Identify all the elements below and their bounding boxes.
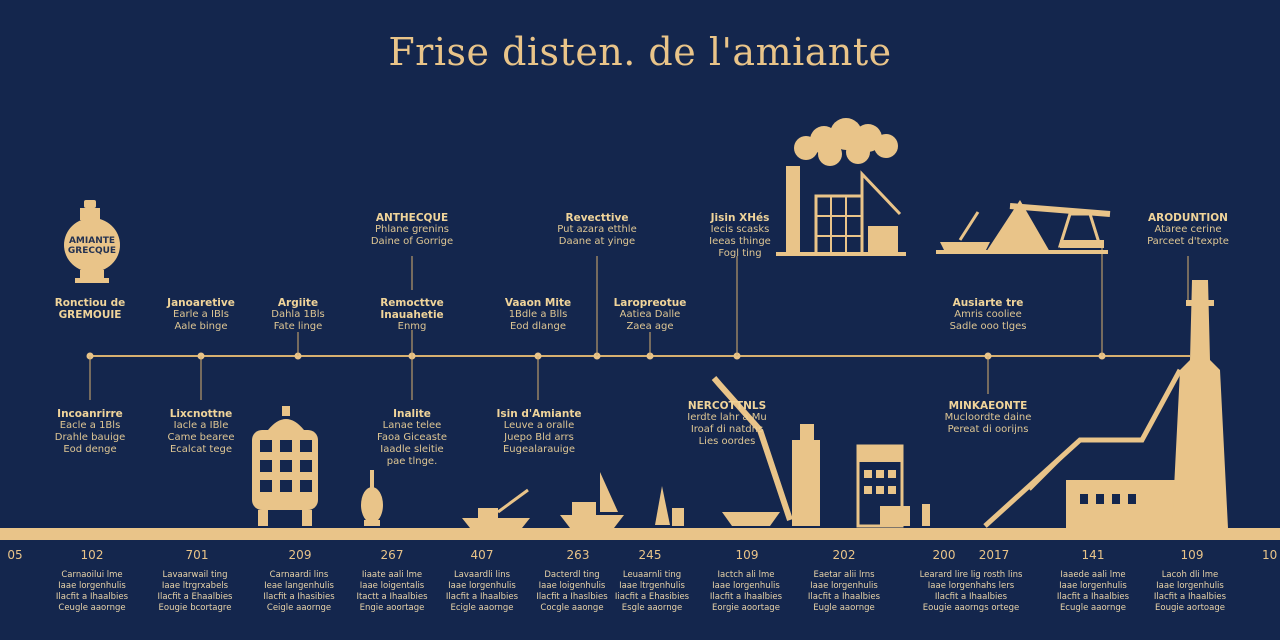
- year-label: 109: [1180, 548, 1204, 562]
- ground-bar: [0, 528, 1280, 540]
- smoking-factory-icon: [776, 118, 906, 256]
- year-label: 05: [7, 548, 23, 562]
- year-label: 10: [1262, 548, 1278, 562]
- ship-crane-icon: [462, 488, 530, 528]
- flask-icon: [361, 470, 383, 526]
- year-label: 209: [288, 548, 312, 562]
- year-label: 2017: [978, 548, 1010, 562]
- sailboat-icon: [560, 472, 624, 528]
- timeline-connectors: [89, 248, 1189, 400]
- year-label: 109: [735, 548, 759, 562]
- factory-building-icon: [856, 444, 930, 528]
- year-label: 141: [1081, 548, 1105, 562]
- year-label: 245: [638, 548, 662, 562]
- page-title: Frise disten. de l'amiante: [388, 30, 892, 74]
- year-label: 102: [80, 548, 104, 562]
- year-label: 701: [185, 548, 209, 562]
- greek-amphora-icon: [64, 200, 120, 283]
- harbor-crane-icon: [711, 376, 820, 526]
- ornate-urn-icon: [252, 406, 318, 526]
- year-label: 407: [470, 548, 494, 562]
- year-label: 267: [380, 548, 404, 562]
- mining-machinery-icon: [936, 200, 1111, 254]
- year-label: 263: [566, 548, 590, 562]
- year-label: 200: [932, 548, 956, 562]
- small-machine-icon: [655, 486, 684, 526]
- amphora-label: AMIANTE GRECQUE: [67, 236, 117, 256]
- chimney-factory-icon: [983, 280, 1228, 528]
- year-label: 202: [832, 548, 856, 562]
